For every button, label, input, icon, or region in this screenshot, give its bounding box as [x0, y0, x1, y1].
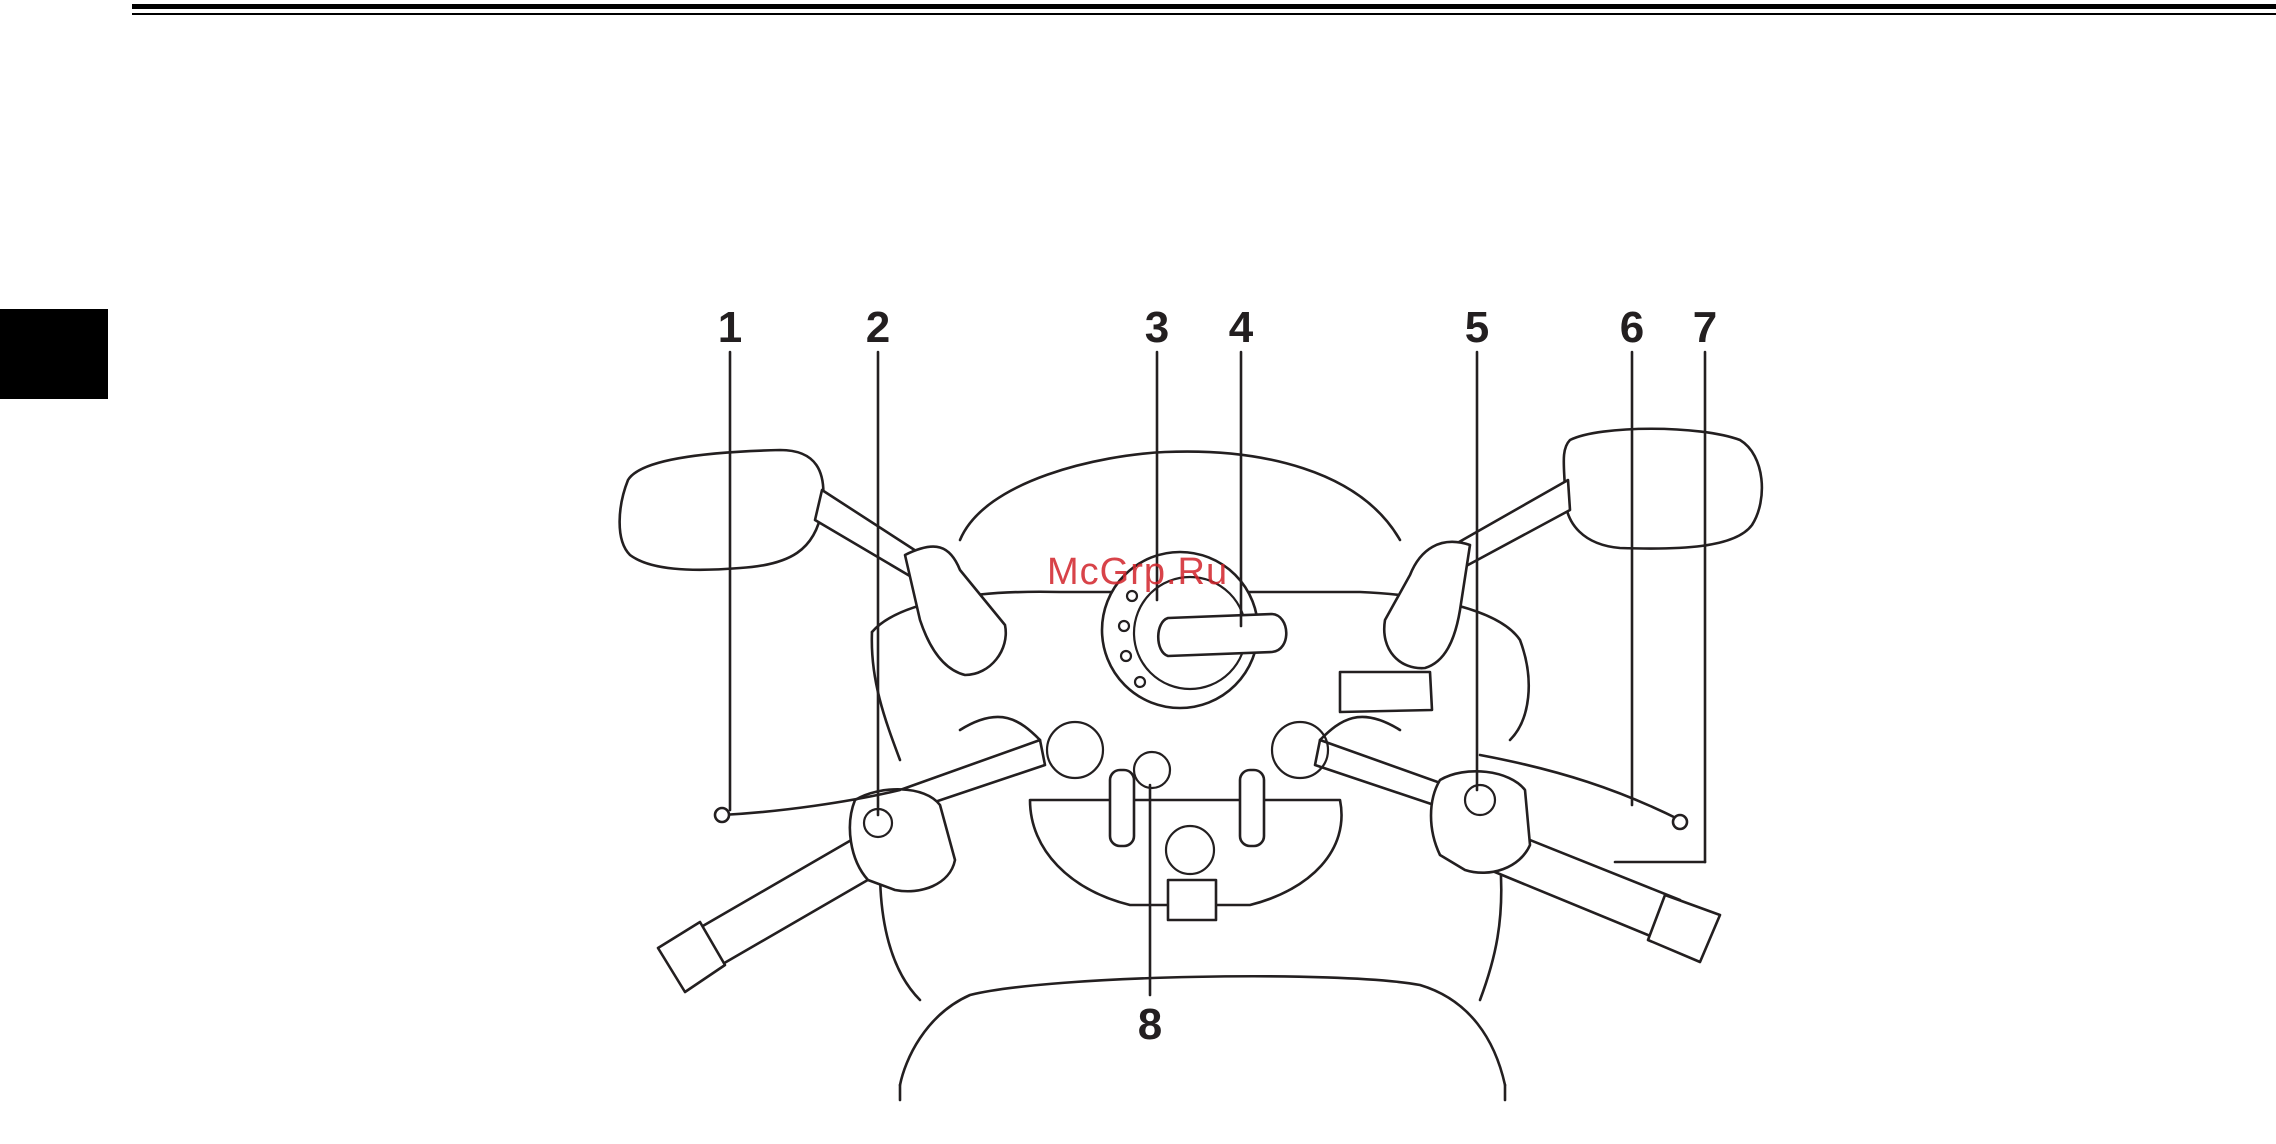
callout-7: 7 [1675, 306, 1735, 350]
cable-left [960, 717, 1040, 740]
main-switch [1134, 752, 1170, 788]
fuel-tank [900, 976, 1505, 1085]
brake-master-cylinder [1340, 672, 1432, 712]
callout-8: 8 [1120, 1003, 1180, 1047]
clamp-bolt-left [1110, 770, 1134, 846]
callout-5: 5 [1447, 306, 1507, 350]
stem-body [1168, 880, 1216, 920]
left-fairing-side [872, 632, 900, 760]
cable-right [1320, 717, 1400, 740]
left-switch-housing [850, 789, 955, 891]
right-switch-housing [1431, 771, 1530, 872]
left-mirror [620, 450, 824, 570]
left-gauge-mount [1047, 722, 1103, 778]
clamp-bolt-right [1240, 770, 1264, 846]
fuel-cap-key-handle [1158, 614, 1286, 656]
clutch-lever-tip [715, 808, 729, 822]
callout-1: 1 [700, 306, 760, 350]
seat-line [900, 1085, 1505, 1100]
callout-4: 4 [1211, 306, 1271, 350]
windscreen [960, 452, 1400, 540]
left-mirror-mount [905, 547, 1006, 675]
watermark-text: McGrp.Ru [1047, 552, 1228, 592]
brake-lever-tip [1673, 815, 1687, 829]
callout-3: 3 [1127, 306, 1187, 350]
callout-6: 6 [1602, 306, 1662, 350]
callout-2: 2 [848, 306, 908, 350]
right-mirror-mount [1384, 542, 1470, 668]
right-mirror [1564, 429, 1762, 549]
